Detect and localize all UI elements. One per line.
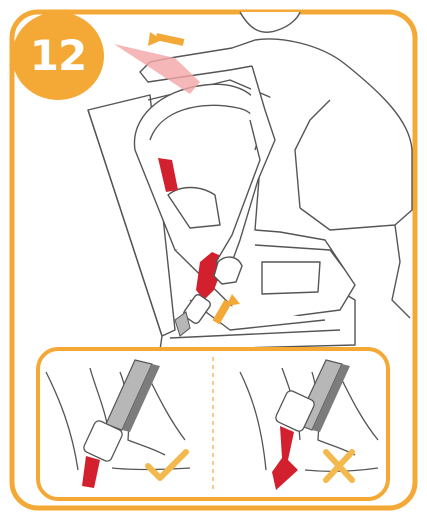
step-number-badge: 12 bbox=[12, 12, 104, 100]
step-number: 12 bbox=[30, 31, 86, 80]
arrow-up-left-icon bbox=[148, 32, 184, 46]
